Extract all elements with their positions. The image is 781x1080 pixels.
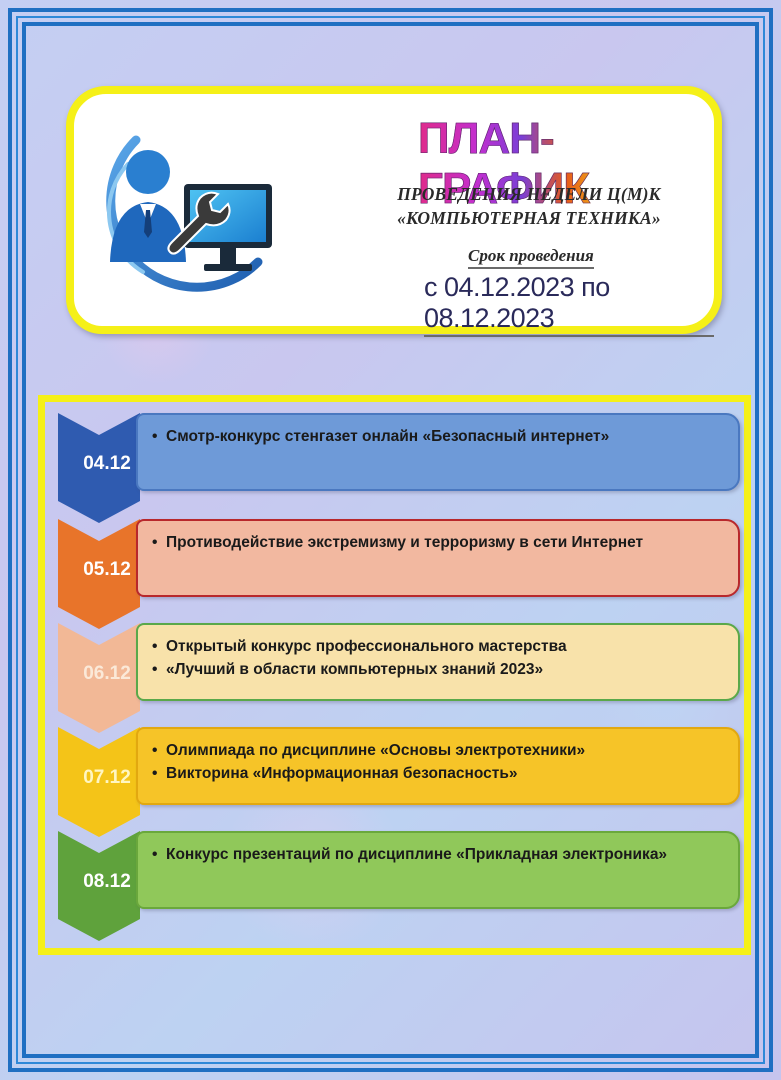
schedule-date: 04.12 — [83, 453, 131, 474]
schedule-row: 08.12 Конкурс презентаций по дисциплине … — [45, 824, 745, 941]
schedule-date: 07.12 — [83, 767, 131, 788]
schedule-panel: 04.12 Смотр-конкурс стенгазет онлайн «Бе… — [38, 395, 751, 955]
schedule-event-box: Смотр-конкурс стенгазет онлайн «Безопасн… — [136, 413, 740, 491]
schedule-event-box: Конкурс презентаций по дисциплине «Прикл… — [136, 831, 740, 909]
date-chevron — [58, 519, 140, 629]
event-item: Викторина «Информационная безопасность» — [152, 762, 722, 785]
subtitle-line-2: «КОМПЬЮТЕРНАЯ ТЕХНИКА» — [397, 208, 661, 228]
inner-frame — [22, 22, 759, 1058]
period-dates: с 04.12.2023 по 08.12.2023 — [424, 272, 714, 337]
computer-support-icon — [106, 135, 272, 292]
subtitle-line-1: ПРОВЕДЕНИЯ НЕДЕЛИ Ц(М)К — [397, 184, 661, 204]
event-item: Конкурс презентаций по дисциплине «Прикл… — [152, 843, 722, 866]
schedule-row: 06.12 Открытый конкурс профессионального… — [45, 616, 745, 733]
schedule-date: 08.12 — [83, 871, 131, 892]
schedule-event-box: Открытый конкурс профессионального масте… — [136, 623, 740, 701]
schedule-row: 05.12 Противодействие экстремизму и терр… — [45, 512, 745, 629]
event-item: Смотр-конкурс стенгазет онлайн «Безопасн… — [152, 425, 722, 448]
date-chevron — [58, 413, 140, 523]
schedule-row: 04.12 Смотр-конкурс стенгазет онлайн «Бе… — [45, 406, 745, 523]
schedule-event-box: Противодействие экстремизму и терроризму… — [136, 519, 740, 597]
middle-frame — [16, 16, 765, 1064]
date-chevron — [58, 727, 140, 837]
event-item: Олимпиада по дисциплине «Основы электрот… — [152, 739, 722, 762]
schedule-date: 06.12 — [83, 663, 131, 684]
page-title: ПЛАН-ГРАФИК — [418, 114, 714, 214]
schedule-row: 07.12 Олимпиада по дисциплине «Основы эл… — [45, 720, 745, 837]
outer-frame — [8, 8, 773, 1072]
event-item: Противодействие экстремизму и терроризму… — [152, 531, 722, 554]
event-item: «Лучший в области компьютерных знаний 20… — [152, 658, 722, 681]
header-card: ПЛАН-ГРАФИК ПРОВЕДЕНИЯ НЕДЕЛИ Ц(М)К «КОМ… — [66, 86, 722, 337]
date-chevron — [58, 623, 140, 733]
event-item: Открытый конкурс профессионального масте… — [152, 635, 722, 658]
schedule-date: 05.12 — [83, 559, 131, 580]
date-chevron — [58, 831, 140, 941]
period-label: Срок проведения — [468, 246, 594, 269]
schedule-event-box: Олимпиада по дисциплине «Основы электрот… — [136, 727, 740, 805]
